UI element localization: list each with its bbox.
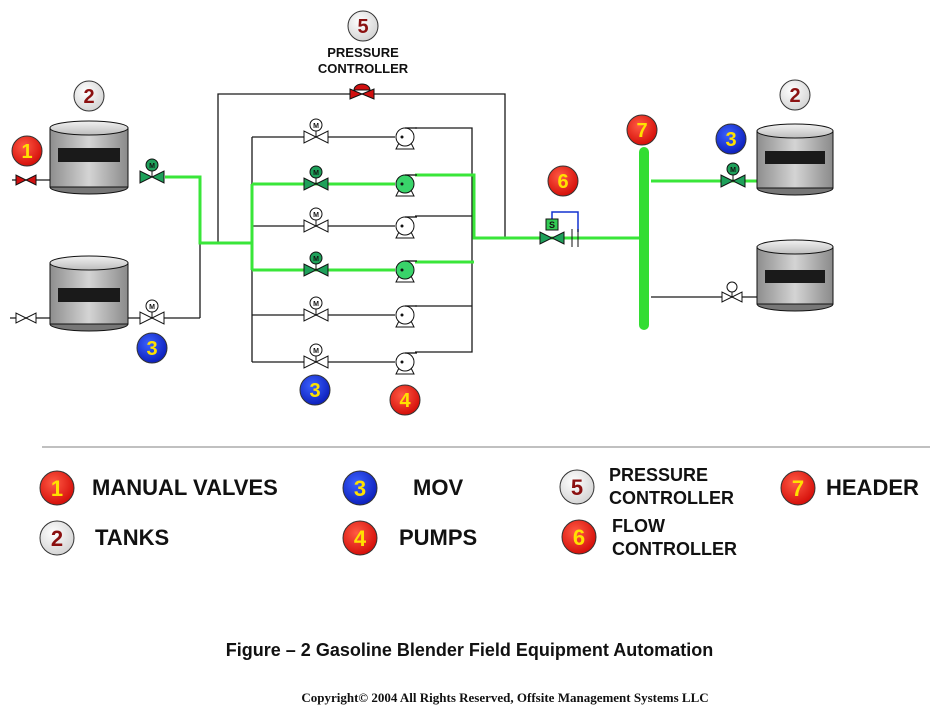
legend-pressure-line1: PRESSURE — [609, 465, 709, 485]
mov-badge: M — [149, 304, 155, 311]
mov-badge: M — [730, 167, 736, 174]
marker-number: 3 — [146, 338, 157, 360]
number-marker: 3 — [715, 123, 747, 155]
tank-top-right — [756, 123, 834, 196]
pump-icon — [395, 305, 417, 328]
number-marker: 4 — [389, 384, 421, 416]
motor-operated-valve-icon: M — [303, 118, 329, 144]
legend-mov-label: MOV — [413, 475, 464, 500]
manual-valve-red-icon — [15, 174, 37, 186]
tank-bottom-left — [49, 255, 129, 332]
number-marker: 1 — [11, 135, 43, 167]
marker-number: 4 — [399, 390, 411, 412]
legend-flow-line2: CONTROLLER — [612, 539, 737, 559]
figure-caption: Figure – 2 Gasoline Blender Field Equipm… — [225, 640, 714, 660]
marker-number: 7 — [636, 120, 647, 142]
mov-badge: M — [313, 170, 319, 177]
legend-manual-valves-label: MANUAL VALVES — [92, 475, 278, 500]
tank-bottom-right — [756, 239, 834, 312]
motor-operated-valve-icon: M — [303, 207, 329, 233]
pump-icon — [395, 260, 417, 283]
number-marker: 3 — [299, 374, 331, 406]
legend-header-label: HEADER — [826, 475, 919, 500]
marker-number: 3 — [725, 129, 736, 151]
marker-number: 2 — [789, 85, 800, 107]
legend-flow-controller-label: FLOW CONTROLLER — [612, 515, 737, 561]
pump-icon — [395, 174, 417, 197]
marker-number: 1 — [51, 476, 63, 501]
number-marker: 1 — [39, 470, 75, 506]
number-marker: 6 — [547, 165, 579, 197]
legend-flow-line1: FLOW — [612, 516, 665, 536]
pump-group — [395, 127, 417, 375]
number-marker: 6 — [561, 519, 597, 555]
motor-operated-valve-icon: M — [303, 165, 329, 191]
motor-operated-valve-icon: M — [303, 251, 329, 277]
mov-badge: M — [313, 301, 319, 308]
marker-number: 3 — [309, 380, 320, 402]
mov-badge: M — [313, 348, 319, 355]
legend-pumps-label: PUMPS — [399, 525, 478, 550]
motor-operated-valve-icon: M — [303, 343, 329, 369]
marker-number: 2 — [83, 86, 94, 108]
number-marker: 7 — [780, 470, 816, 506]
marker-number: 5 — [357, 16, 368, 38]
marker-number: 3 — [354, 476, 366, 501]
number-marker: 2 — [39, 520, 75, 556]
marker-number: 5 — [571, 475, 583, 500]
mov-badge: M — [313, 256, 319, 263]
pressure-controller-label-line1: PRESSURE — [327, 45, 399, 60]
motor-operated-valve-icon: M — [139, 158, 165, 184]
tank-top-left — [49, 120, 129, 195]
marker-number: 4 — [354, 526, 367, 551]
number-marker: 5 — [347, 10, 379, 42]
pressure-control-valve-icon — [349, 83, 375, 100]
legend-tanks-label: TANKS — [95, 525, 170, 550]
active-pipes — [165, 173, 760, 272]
number-marker: 2 — [73, 80, 105, 112]
manual-valve-icon — [15, 312, 37, 324]
motor-operated-valve-icon: M — [303, 296, 329, 322]
number-marker: 7 — [626, 114, 658, 146]
flow-control-valve-icon: S — [539, 211, 579, 247]
mov-group: M M M M M M M M M — [139, 118, 746, 369]
flow-controller-badge: S — [549, 220, 555, 230]
marker-number: 7 — [792, 476, 804, 501]
number-marker: 5 — [559, 469, 595, 505]
legend-pressure-line2: CONTROLLER — [609, 488, 734, 508]
number-marker: 4 — [342, 520, 378, 556]
number-marker: 2 — [779, 79, 811, 111]
number-marker: 3 — [136, 332, 168, 364]
marker-number: 2 — [51, 526, 63, 551]
marker-number: 6 — [557, 171, 568, 193]
pump-icon — [395, 127, 417, 150]
motor-operated-valve-icon: M — [720, 162, 746, 188]
pressure-controller-label-line2: CONTROLLER — [318, 61, 409, 76]
number-marker: 3 — [342, 470, 378, 506]
marker-group: 5 2 1 3 3 4 6 7 3 2 1 2 3 4 5 6 7 — [11, 10, 816, 556]
legend-pressure-controller-label: PRESSURE CONTROLLER — [609, 464, 734, 510]
pump-icon — [395, 216, 417, 239]
marker-number: 6 — [573, 525, 585, 550]
mov-badge: M — [313, 212, 319, 219]
marker-number: 1 — [21, 141, 32, 163]
copyright-notice: Copyright© 2004 All Rights Reserved, Off… — [301, 690, 709, 705]
mov-badge: M — [313, 123, 319, 130]
header-outlet-valve-icon — [721, 281, 743, 303]
mov-badge: M — [149, 163, 155, 170]
motor-operated-valve-icon: M — [139, 299, 165, 325]
pump-icon — [395, 352, 417, 375]
